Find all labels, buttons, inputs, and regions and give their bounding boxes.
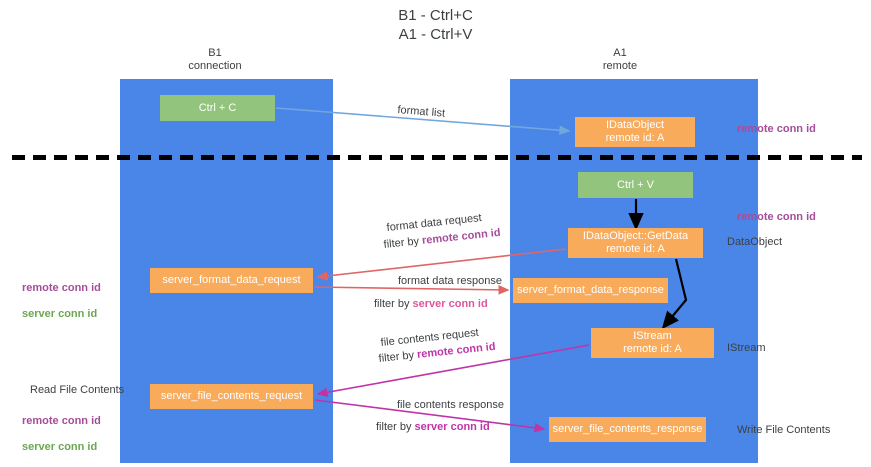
filter-prefix: filter by (376, 421, 415, 433)
node-idataobject-getdata[interactable]: IDataObject::GetData remote id: A (568, 228, 703, 258)
arrow-label-file-contents-response: file contents response (397, 399, 505, 411)
node-server-format-data-request[interactable]: server_format_data_request (150, 268, 313, 293)
node-istream[interactable]: IStream remote id: A (591, 328, 714, 358)
annotation-left-conn-ids: remote conn id server conn id (22, 269, 101, 334)
annotation-server-conn-id: server conn id (22, 441, 98, 453)
server-conn-id-value: server conn id (414, 421, 490, 433)
node-server-file-contents-request[interactable]: server_file_contents_request (150, 384, 313, 409)
arrow-label-format-data-response: format data response (398, 275, 502, 287)
node-server-format-data-response[interactable]: server_format_data_response (513, 278, 668, 303)
node-idataobject[interactable]: IDataObject remote id: A (575, 117, 695, 147)
annotation-istream: IStream (727, 342, 766, 354)
annotation-remote-conn-id: remote conn id (22, 415, 101, 427)
filter-prefix: filter by (374, 298, 413, 310)
arrow-label-format-data-response-filter: filter by server conn id (374, 298, 488, 311)
annotation-remote-conn-id-top: remote conn id (737, 123, 816, 135)
diagram-title: B1 - Ctrl+C A1 - Ctrl+V (398, 7, 473, 43)
lane-header-a1: A1 remote (602, 47, 638, 72)
server-conn-id-value: server conn id (412, 298, 488, 310)
node-ctrl-v[interactable]: Ctrl + V (578, 172, 693, 198)
annotation-dataobject: DataObject (727, 236, 783, 248)
filter-prefix: filter by (378, 348, 418, 365)
annotation-write-file-contents: Write File Contents (737, 424, 831, 436)
lane-header-b1: B1 connection (188, 47, 242, 72)
arrow-label-format-list: format list (396, 103, 446, 120)
phase-divider (12, 155, 862, 160)
annotation-read-file-contents: Read File Contents (30, 384, 125, 396)
node-ctrl-c[interactable]: Ctrl + C (160, 95, 275, 121)
annotation-server-conn-id: server conn id (22, 308, 98, 320)
node-server-file-contents-response[interactable]: server_file_contents_response (549, 417, 706, 442)
arrow-label-file-contents-response-filter: filter by server conn id (376, 421, 490, 434)
annotation-left-conn-ids-2: remote conn id server conn id (22, 402, 101, 467)
annotation-remote-conn-id-mid: remote conn id (737, 211, 816, 223)
annotation-remote-conn-id: remote conn id (22, 282, 101, 294)
filter-prefix: filter by (383, 234, 423, 251)
